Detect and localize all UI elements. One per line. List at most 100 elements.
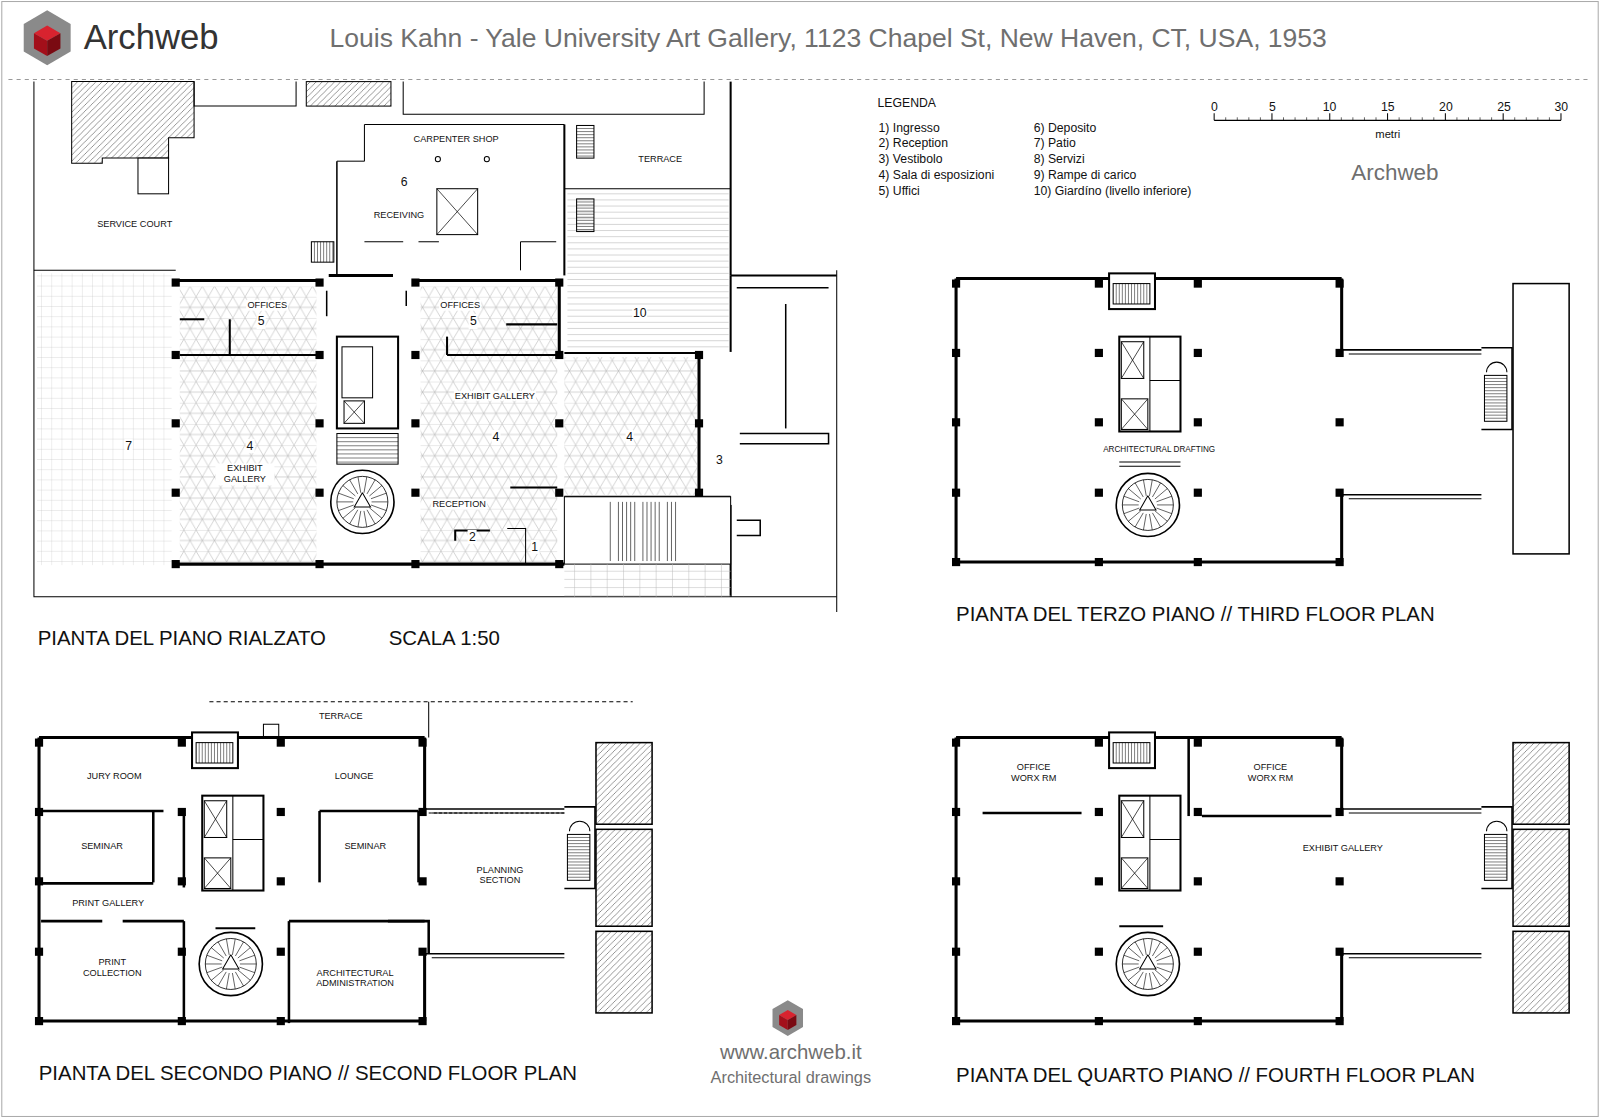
wall-line xyxy=(371,505,386,511)
wall-line xyxy=(218,942,226,956)
wall-line xyxy=(338,493,353,499)
room-label: 1 xyxy=(530,540,539,554)
wall-line xyxy=(176,279,320,282)
wall-line xyxy=(417,811,420,882)
wall-line xyxy=(1202,815,1332,818)
wall-line xyxy=(740,434,829,444)
wall-line xyxy=(577,149,594,150)
plan-shape xyxy=(344,401,364,423)
wall-line xyxy=(358,477,361,493)
wall-line xyxy=(1484,415,1506,416)
wall-line xyxy=(567,877,589,878)
wall-line xyxy=(358,511,361,527)
wall-line xyxy=(194,82,296,106)
plan-shape xyxy=(1113,743,1150,763)
wall-line xyxy=(338,505,353,511)
plan-shape xyxy=(180,287,317,562)
wall-line xyxy=(1340,278,1343,349)
wall-line xyxy=(567,212,728,213)
wall-line xyxy=(329,242,330,262)
wall-line xyxy=(8,79,1591,80)
room-label: EXHIBIT GALLERY xyxy=(1302,843,1384,854)
wall-line xyxy=(337,445,398,446)
column xyxy=(277,1017,285,1025)
column xyxy=(315,419,323,427)
wall-line xyxy=(1119,462,1180,463)
wall-line xyxy=(577,217,594,218)
wall-line xyxy=(425,953,565,955)
stair-circle xyxy=(199,932,262,995)
wall-line xyxy=(567,255,728,256)
wall-line xyxy=(1484,861,1506,862)
plan-shape xyxy=(1109,732,1155,768)
room-label: TERRACE xyxy=(318,711,364,722)
wall-line xyxy=(1119,743,1120,763)
column xyxy=(952,1017,960,1025)
wall-line xyxy=(1155,277,1342,280)
wall-line xyxy=(1128,970,1141,980)
wall-line xyxy=(567,874,589,875)
wall-line xyxy=(1484,396,1506,397)
room-label: RECEIVING xyxy=(373,210,425,221)
legend-entry: 6) Deposito xyxy=(1034,121,1097,135)
column xyxy=(172,419,180,427)
wall-line xyxy=(577,211,594,212)
sheet-label: Archweb xyxy=(84,18,219,58)
wall-line xyxy=(956,561,1342,564)
wall-line xyxy=(1140,284,1141,304)
wall-line xyxy=(34,82,837,597)
wall-line xyxy=(1484,852,1506,853)
wall-line xyxy=(1128,511,1141,521)
wall-line xyxy=(1157,963,1173,964)
room-label: 2 xyxy=(468,530,477,544)
wall-line xyxy=(567,858,589,859)
sheet-label: 10 xyxy=(1323,100,1337,114)
wall-line xyxy=(1214,113,1215,120)
wall-line xyxy=(646,502,647,561)
column xyxy=(277,948,285,956)
wall-line xyxy=(1122,284,1123,304)
stair-circle xyxy=(331,470,394,533)
wall-line xyxy=(429,812,567,813)
wall-line xyxy=(1149,480,1152,496)
room-label: SEMINAR xyxy=(80,841,124,852)
wall-line xyxy=(564,807,595,889)
wall-line xyxy=(204,801,226,838)
wall-line xyxy=(415,279,559,282)
wall-line xyxy=(180,318,204,320)
wall-line xyxy=(226,973,229,989)
wall-line xyxy=(447,354,557,356)
wall-line xyxy=(1150,839,1181,840)
room-label: 4 xyxy=(246,439,255,453)
wall-line xyxy=(1237,117,1238,120)
wall-line xyxy=(405,291,407,306)
wall-line xyxy=(1484,381,1506,382)
wall-line xyxy=(1484,402,1506,403)
wall-line xyxy=(326,242,327,262)
stair-circle xyxy=(205,938,256,989)
wall-line xyxy=(737,520,760,535)
wall-line xyxy=(1128,743,1129,763)
plan-shape xyxy=(437,189,478,235)
column xyxy=(1095,418,1103,426)
column xyxy=(1336,877,1344,885)
wall-line xyxy=(1121,858,1148,889)
wall-line xyxy=(1484,865,1506,866)
plan-shape xyxy=(1121,399,1148,430)
wall-line xyxy=(567,346,728,347)
wall-line xyxy=(233,839,264,840)
column xyxy=(952,948,960,956)
wall-line xyxy=(208,743,209,763)
plan-shape xyxy=(337,434,398,465)
wall-line xyxy=(205,743,206,763)
wall-line xyxy=(1484,874,1506,875)
wall-line xyxy=(956,736,1109,739)
wall-line xyxy=(1152,972,1160,986)
wall-line xyxy=(364,124,564,125)
wall-line xyxy=(567,297,728,298)
wall-line xyxy=(1484,399,1506,400)
wall-line xyxy=(1484,390,1506,391)
wall-line xyxy=(1341,117,1342,120)
column xyxy=(315,560,323,568)
